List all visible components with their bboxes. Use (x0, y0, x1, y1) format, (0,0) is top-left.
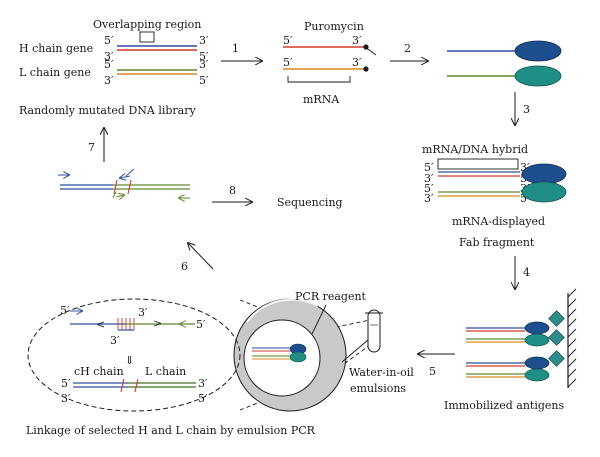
junction-mark (134, 378, 139, 393)
prime-label: 3′ (110, 334, 120, 347)
seq-primer-junction-green (112, 191, 117, 199)
puromycin-label: Puromycin (304, 20, 364, 33)
immobilized-antigens-label: Immobilized antigens (444, 399, 564, 412)
prime-label: 3′ (138, 306, 148, 319)
fab-l-domain (521, 181, 567, 203)
antigen-diamond (548, 329, 565, 346)
hybrid-label: mRNA/DNA hybrid (422, 143, 528, 156)
prime-label: 5′ (198, 392, 208, 405)
antigen-diamond (548, 350, 565, 367)
prime-label: 5′ (424, 182, 434, 195)
dna-library-panel: Overlapping region H chain gene L chain … (19, 18, 209, 117)
prime-label: 5′ (61, 377, 71, 390)
step-label-7: 7 (88, 141, 95, 154)
l-chain-label: L chain (145, 365, 186, 378)
mrna-fab-panel (447, 40, 562, 87)
step-label-3: 3 (523, 103, 530, 116)
water-in-oil-pointer (341, 339, 369, 363)
prime-label: 3′ (199, 34, 209, 47)
prime-label: 5′ (60, 304, 70, 317)
step-label-4: 4 (523, 266, 530, 279)
puromycin-dot (363, 44, 369, 50)
extension-right-mark: > (153, 317, 162, 330)
step-arrow-6 (188, 243, 214, 270)
prime-label: 5′ (199, 74, 209, 87)
h-chain-gene-label: H chain gene (19, 42, 93, 55)
prime-label: 3′ (520, 161, 530, 174)
mrna-displayed-label: mRNA-displayed (452, 215, 545, 228)
prime-label: 5′ (196, 318, 206, 331)
junction-mark (127, 179, 132, 195)
prime-label: 3′ (424, 172, 434, 185)
droplet-highlight (246, 298, 319, 323)
library-label: Randomly mutated DNA library (19, 104, 197, 117)
extension-left-mark: < (96, 318, 105, 331)
water-droplet (243, 319, 321, 397)
junction-mark (113, 179, 118, 195)
prime-label: 3′ (104, 74, 114, 87)
fab-fragment-label: Fab fragment (459, 236, 535, 249)
step-label-8: 8 (229, 184, 236, 197)
hybrid-box (437, 158, 519, 170)
overlap-box (139, 31, 155, 43)
seq-primer-junction-green-arrow (115, 195, 124, 197)
prime-label: 5′ (283, 34, 293, 47)
fab-l-domain (524, 333, 550, 347)
support-hatching (567, 288, 577, 388)
l-chain-gene-label: L chain gene (19, 66, 91, 79)
pcr-detail-ellipse (27, 298, 241, 412)
step-label-6: 6 (181, 260, 188, 273)
sequencing-label: Sequencing (277, 196, 343, 209)
fab-h-domain (514, 40, 562, 62)
prime-label: 3′ (61, 392, 71, 405)
water-in-oil-label: Water-in-oil (349, 366, 414, 379)
ch-chain-label: cH chain (74, 365, 124, 378)
pcr-reagent-pointer (311, 304, 327, 335)
mrna-puromycin-panel: Puromycin 5′ 3′ 5′ 3′ mRNA (283, 20, 377, 106)
prime-label: 3′ (104, 50, 114, 63)
prime-label: 5′ (104, 58, 114, 71)
prime-label: 3′ (198, 377, 208, 390)
fab-h-domain (521, 163, 567, 185)
step-label-1: 1 (232, 42, 239, 55)
antigen-diamond (548, 310, 565, 327)
fab-l-domain (289, 351, 307, 363)
immobilized-antigens-panel: Immobilized antigens (444, 288, 577, 412)
prime-label: 5′ (520, 192, 530, 205)
linkage-caption: Linkage of selected H and L chain by emu… (26, 424, 316, 437)
tube-body (367, 309, 381, 353)
emulsions-label: emulsions (350, 382, 406, 395)
emulsion-pcr-panel: PCR reagent Water-in-oil emulsions 5′ 3′… (26, 290, 414, 437)
seq-primer-junction-blue-arrow (120, 176, 131, 178)
prime-label: 3′ (352, 34, 362, 47)
puromycin-dot (363, 66, 369, 72)
prime-label: 5′ (424, 161, 434, 174)
double-arrow: ⇓ (125, 354, 134, 367)
fab-h-domain (524, 356, 550, 370)
fab-l-domain (524, 368, 550, 382)
pcr-reagent-label: PCR reagent (295, 290, 367, 303)
overlapping-region-label: Overlapping region (93, 18, 201, 31)
prime-label: 5′ (283, 56, 293, 69)
fab-h-domain (524, 321, 550, 335)
step-label-2: 2 (404, 42, 411, 55)
emulsion-tube (365, 309, 383, 353)
prime-label: 3′ (352, 56, 362, 69)
seq-primer-junction-blue (125, 168, 135, 177)
prime-label: 5′ (104, 34, 114, 47)
prime-label: 3′ (424, 192, 434, 205)
mrna-label: mRNA (303, 93, 340, 106)
prime-label: 3′ (199, 58, 209, 71)
junction-mark (120, 378, 125, 393)
mrna-bracket (287, 76, 351, 83)
hybrid-panel: mRNA/DNA hybrid 5′ 3′ 3′ 5′ 5′ 3′ 3′ 5′ … (422, 143, 567, 249)
step-label-5: 5 (429, 365, 436, 378)
sequencing-panel (58, 168, 190, 199)
fab-l-domain (514, 65, 562, 87)
prime-label: 5′ (199, 50, 209, 63)
